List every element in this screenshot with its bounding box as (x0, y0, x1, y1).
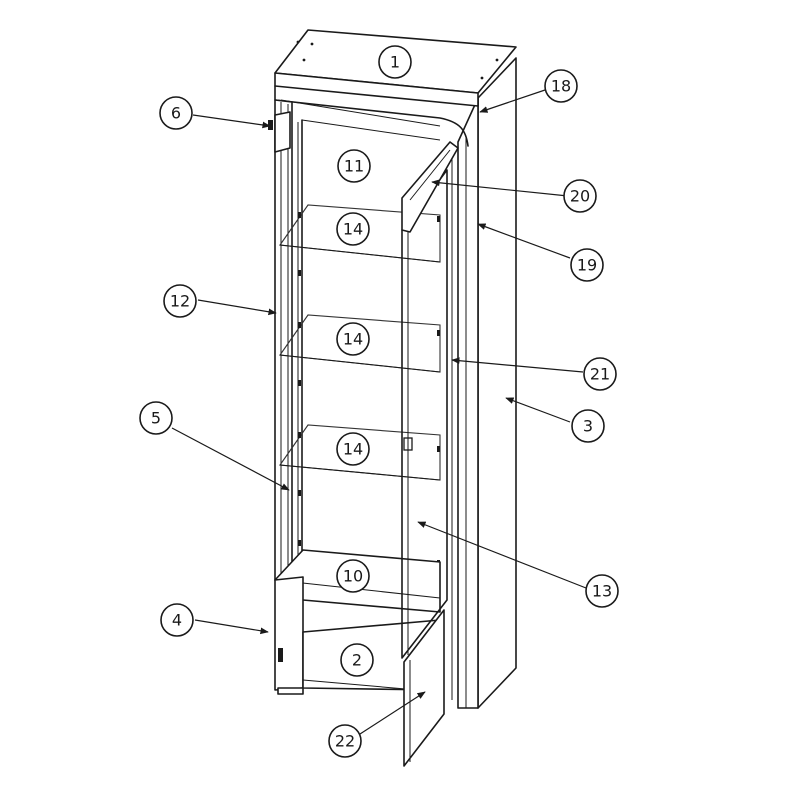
glass-shelf-middle (279, 314, 441, 373)
svg-text:18: 18 (551, 77, 571, 96)
svg-text:10: 10 (343, 567, 363, 586)
callout-3: 3 (571, 409, 605, 443)
lower-side-left (274, 576, 304, 691)
callout-12: 12 (163, 284, 197, 318)
glass-shelf-lower (279, 424, 441, 481)
glass-shelf-upper (279, 204, 441, 263)
leader-lines (171, 89, 587, 735)
svg-text:11: 11 (344, 157, 364, 176)
callout-14-middle: 14 (336, 322, 370, 356)
back-panel (297, 119, 441, 561)
side-panel-right (477, 57, 517, 709)
side-panel-left (268, 99, 293, 581)
callout-2: 2 (340, 643, 374, 677)
callout-13: 13 (585, 574, 619, 608)
svg-text:14: 14 (343, 440, 363, 459)
svg-text:14: 14 (343, 330, 363, 349)
svg-text:2: 2 (352, 651, 362, 670)
svg-text:12: 12 (170, 292, 190, 311)
callout-14-lower: 14 (336, 432, 370, 466)
lower-door (403, 609, 445, 767)
shelf-pins (298, 212, 440, 566)
callout-6: 6 (159, 96, 193, 130)
callout-20: 20 (563, 179, 597, 213)
callout-10: 10 (336, 559, 370, 593)
callout-18: 18 (544, 69, 578, 103)
svg-text:6: 6 (171, 104, 181, 123)
svg-text:3: 3 (583, 417, 593, 436)
callout-4: 4 (160, 603, 194, 637)
callout-22: 22 (328, 724, 362, 758)
svg-text:13: 13 (592, 582, 612, 601)
svg-text:19: 19 (577, 256, 597, 275)
svg-text:14: 14 (343, 220, 363, 239)
svg-text:4: 4 (172, 611, 182, 630)
callout-11: 11 (337, 149, 371, 183)
svg-text:5: 5 (151, 409, 161, 428)
callout-19: 19 (570, 248, 604, 282)
callout-21: 21 (583, 357, 617, 391)
svg-text:1: 1 (390, 53, 400, 72)
callout-5: 5 (139, 401, 173, 435)
front-strip (451, 97, 479, 709)
svg-text:21: 21 (590, 365, 610, 384)
callout-14-upper: 14 (336, 212, 370, 246)
callout-1: 1 (378, 45, 412, 79)
svg-text:20: 20 (570, 187, 590, 206)
svg-text:22: 22 (335, 732, 355, 751)
door-top-strip (401, 141, 459, 233)
